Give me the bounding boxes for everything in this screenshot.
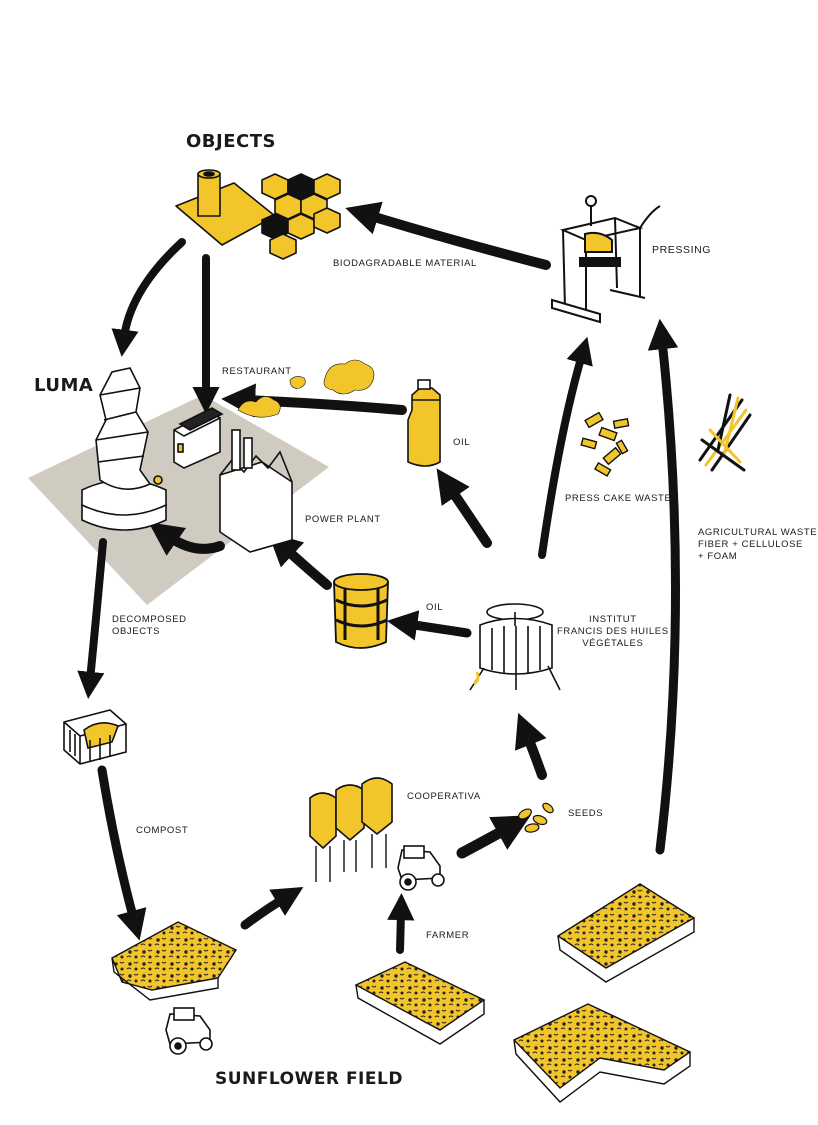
label-decomposed-line1: DECOMPOSED [112,614,187,625]
label-oil-top: OIL [453,437,471,448]
title-objects: OBJECTS [186,131,276,152]
label-power-plant: POWER PLANT [305,514,381,525]
arrow-press-to-barrel [386,610,472,641]
restaurant-icon [173,407,224,469]
oil-barrel-icon [333,573,389,649]
label-institut: INSTITUT FRANCIS DES HUILES VÉGÉTALES [557,614,669,650]
label-institut-line2: FRANCIS DES HUILES [557,626,669,637]
arrow-farmer-up [387,892,415,954]
tractor-icon [165,1007,213,1055]
label-pressing: PRESSING [652,244,712,256]
label-farmer: FARMER [426,930,470,941]
agricultural-waste-icon [698,393,752,472]
compost-bin-icon [63,709,127,765]
arrow-objects-to-luma [111,238,186,357]
seeds-icon [518,802,554,833]
label-agricultural-waste: AGRICULTURAL WASTE FIBER + CELLULOSE + F… [698,527,817,563]
title-sunflower-field: SUNFLOWER FIELD [215,1069,403,1089]
arrow-seeds-to-press [515,712,547,780]
arrow-compost-to-field [97,765,147,941]
tractor-icon [397,845,445,891]
label-press-cake-waste: PRESS CAKE WASTE [565,493,672,504]
label-restaurant: RESTAURANT [222,366,292,377]
label-oil-barrel: OIL [426,602,444,613]
arrow-powerplant-to-luma [148,522,225,556]
arrow-press-to-pressing [538,336,593,559]
label-agricultural-waste-line1: AGRICULTURAL WASTE [698,527,818,538]
arrow-barrel-to-powerplant [267,531,332,590]
label-decomposed-line2: OBJECTS [112,626,161,637]
press-cake-icon [580,411,630,477]
power-plant-icon [219,429,293,553]
arrow-tractor-to-seeds [456,815,531,859]
label-decomposed-objects: DECOMPOSED OBJECTS [112,614,187,638]
oil-bottle-icon [407,379,441,467]
press-machine-icon [551,195,661,324]
arrow-press-to-oil-bottle [436,468,492,548]
label-agricultural-waste-line3: + FOAM [698,551,738,562]
silo-icon [309,777,393,882]
label-seeds: SEEDS [568,808,604,819]
label-compost: COMPOST [136,825,189,836]
arrow-pressing-to-objects [345,201,551,270]
steam-cloud-icon [237,359,375,418]
oil-press-icon [469,603,561,691]
sunflower-field-icon [111,883,696,1103]
label-biodegradable-material: BIODAGRADABLE MATERIAL [333,258,477,269]
label-institut-line3: VÉGÉTALES [582,638,644,649]
luma-tower-icon [81,367,167,531]
title-luma: LUMA [34,375,94,396]
objects-tiles-icon [175,169,341,260]
label-agricultural-waste-line2: FIBER + CELLULOSE [698,539,803,550]
label-institut-line1: INSTITUT [589,614,637,625]
arrow-field-to-silo [240,886,304,930]
arrow-luma-to-compost [77,538,107,699]
label-cooperativa: COOPERATIVA [407,791,481,802]
arrow-field-to-pressing [647,318,681,855]
